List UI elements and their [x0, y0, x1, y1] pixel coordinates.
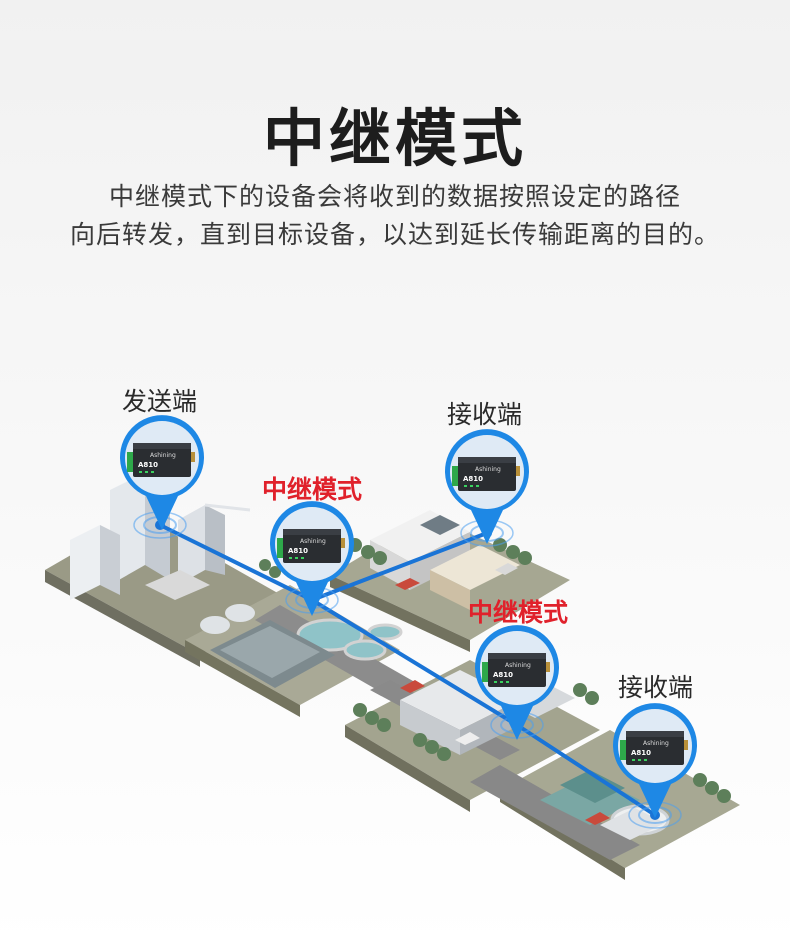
- svg-text:A810: A810: [288, 547, 308, 555]
- description: 中继模式下的设备会将收到的数据按照设定的路径 向后转发，直到目标设备，以达到延长…: [40, 178, 750, 254]
- device-icon: Ashining A810: [620, 731, 688, 765]
- location-pin-icon: Ashining A810: [441, 426, 533, 546]
- device-icon: Ashining A810: [277, 529, 345, 563]
- svg-text:Ashining: Ashining: [150, 452, 176, 459]
- label-relay-1: 中继模式: [262, 475, 363, 504]
- svg-text:Ashining: Ashining: [475, 466, 501, 473]
- svg-text:A810: A810: [631, 749, 651, 757]
- svg-text:Ashining: Ashining: [505, 662, 531, 669]
- device-icon: Ashining A810: [452, 457, 520, 491]
- factory-receiver-1: [370, 510, 520, 610]
- location-pin-icon: Ashining A810: [609, 700, 701, 820]
- description-line-2: 向后转发，直到目标设备，以达到延长传输距离的目的。: [69, 220, 720, 249]
- trees: [259, 538, 731, 803]
- description-line-1: 中继模式下的设备会将收到的数据按照设定的路径: [108, 182, 681, 211]
- location-pin-icon: Ashining A810: [266, 498, 358, 618]
- svg-text:A810: A810: [138, 461, 158, 469]
- trucks: [395, 563, 610, 825]
- label-receiver-1: 接收端: [447, 400, 523, 429]
- svg-text:A810: A810: [463, 475, 483, 483]
- location-pin-icon: Ashining A810: [471, 622, 563, 742]
- device-icon: Ashining A810: [127, 443, 195, 477]
- svg-text:Ashining: Ashining: [300, 538, 326, 545]
- label-receiver-2: 接收端: [618, 673, 694, 702]
- buildings-sender: [70, 472, 251, 600]
- network-illustration: 发送端 中继模式 接收端 中继模式 接收端 Ashining A810: [0, 300, 790, 950]
- svg-text:A810: A810: [493, 671, 513, 679]
- transmission-lines: [158, 523, 657, 817]
- location-pin-icon: Ashining A810: [116, 412, 208, 532]
- device-icon: Ashining A810: [482, 653, 550, 687]
- label-relay-2: 中继模式: [468, 598, 569, 627]
- city-map: [45, 472, 740, 880]
- page-title: 中继模式: [262, 102, 527, 175]
- label-sender: 发送端: [122, 387, 198, 416]
- treatment-plant: [200, 604, 403, 688]
- svg-text:Ashining: Ashining: [643, 740, 669, 747]
